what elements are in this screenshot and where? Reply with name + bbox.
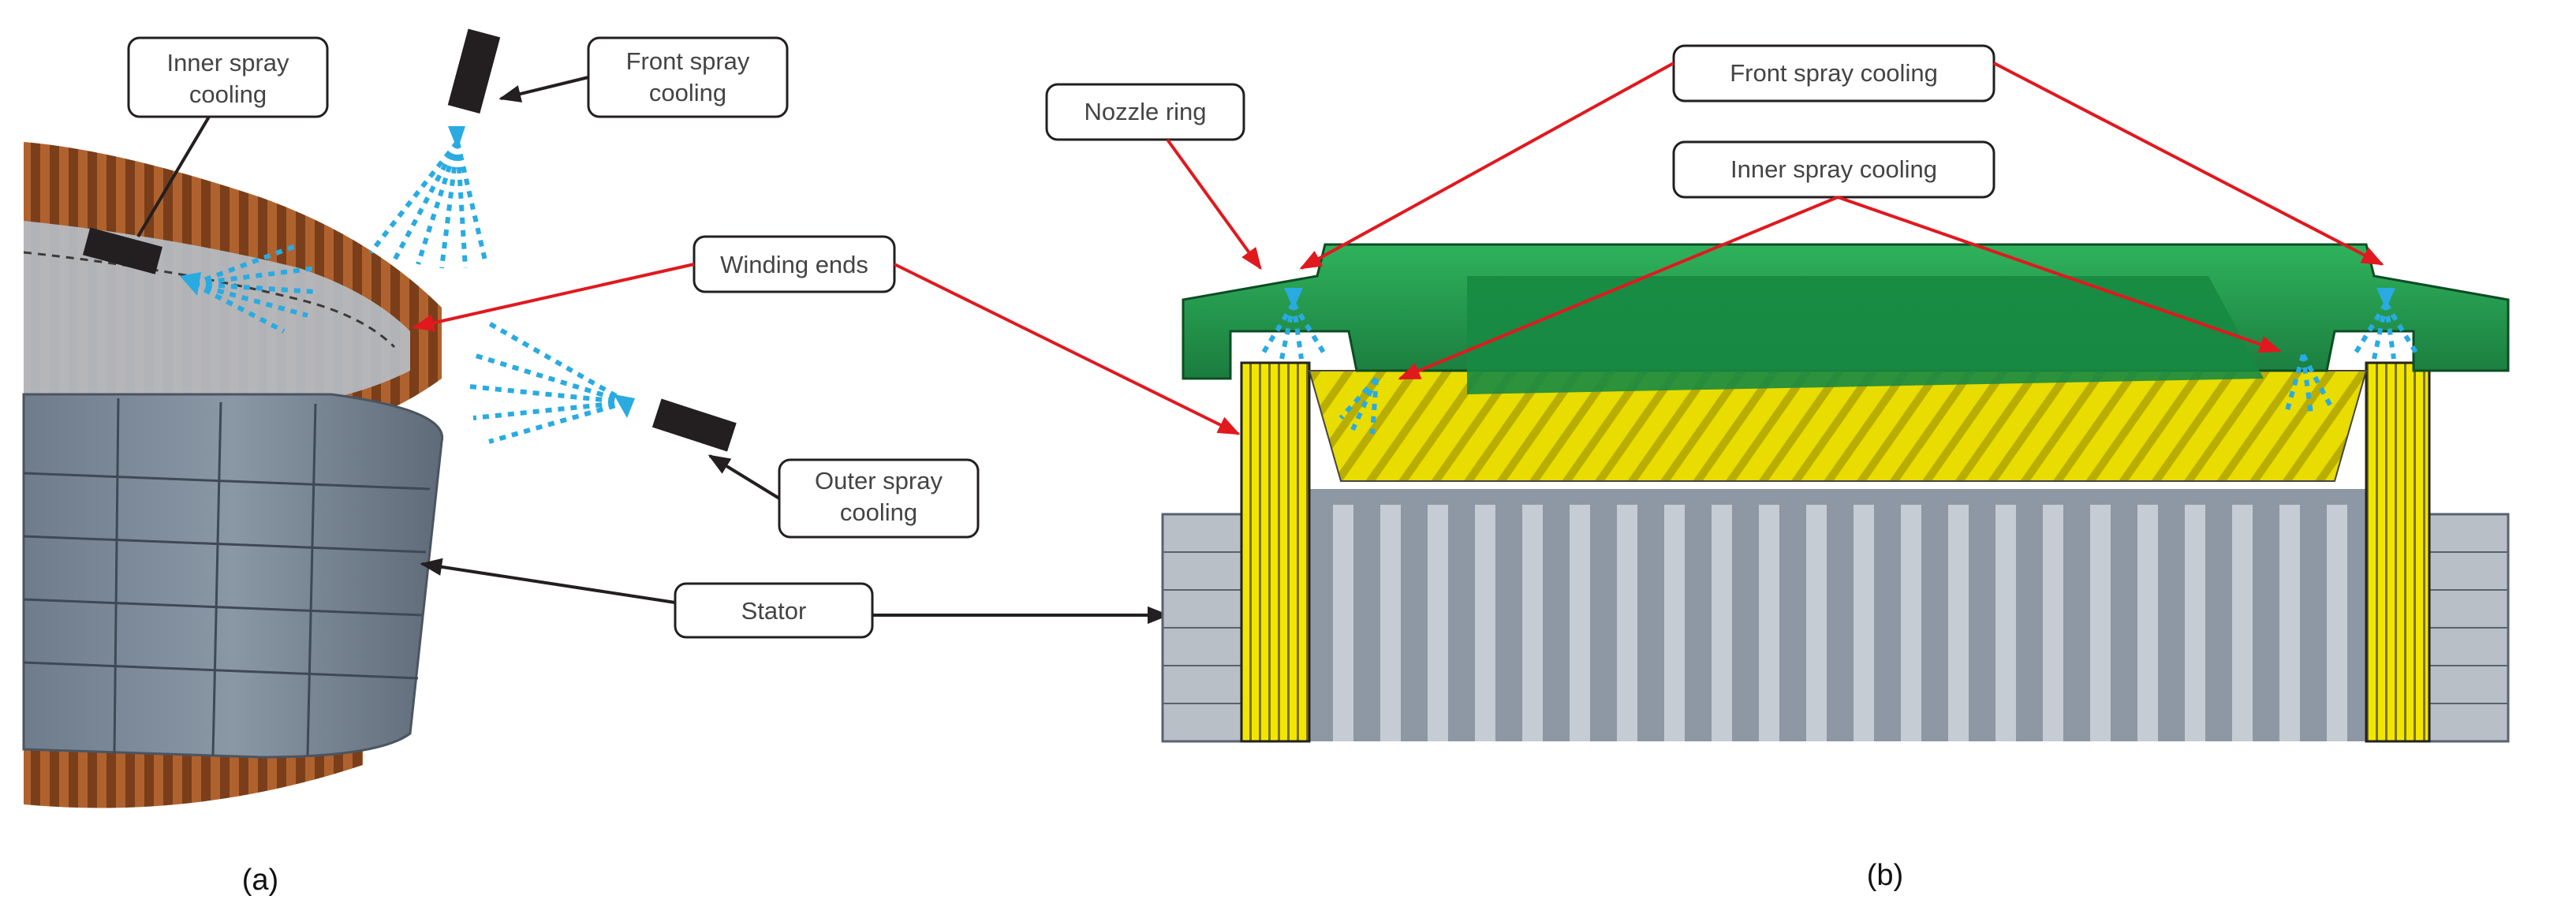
front-spray-label-line1: Front spray xyxy=(626,47,750,75)
inner-spray-callout: Inner spray cooling xyxy=(127,36,329,238)
winding-leg-left xyxy=(1240,361,1311,743)
front-spray-left-icon xyxy=(1260,302,1327,360)
winding-ends-label: Winding ends xyxy=(720,251,868,278)
outer-nozzle-icon xyxy=(651,398,737,452)
panel-b: Nozzle ring Front spray cooling Inner sp… xyxy=(1045,44,2510,892)
winding-leg-right xyxy=(2365,361,2431,743)
stator-callout: Stator xyxy=(420,558,1170,639)
outer-spray-label-line1: Outer spray xyxy=(815,467,943,494)
front-spray-label-b: Front spray cooling xyxy=(1730,59,1938,87)
stator-slots xyxy=(1309,489,2366,741)
inner-spray-callout-b: Inner spray cooling xyxy=(1398,140,2282,380)
front-nozzle-icon xyxy=(447,28,501,114)
front-spray-icon xyxy=(368,140,487,269)
nozzle-ring-callout: Nozzle ring xyxy=(1045,83,1262,271)
inner-spray-left-icon xyxy=(1338,376,1379,435)
inner-spray-label-line2: cooling xyxy=(189,80,267,108)
stator-illustration xyxy=(22,393,444,759)
nozzle-ring-label: Nozzle ring xyxy=(1084,98,1206,125)
panel-a-caption: (a) xyxy=(242,864,278,897)
outer-spray-icon xyxy=(469,321,629,444)
outer-spray-label-line2: cooling xyxy=(840,498,917,526)
inner-spray-label-line1: Inner spray xyxy=(166,49,289,76)
front-spray-callout-b: Front spray cooling xyxy=(1299,44,2384,270)
front-spray-right-icon xyxy=(2352,302,2420,360)
panel-b-caption: (b) xyxy=(1867,859,1903,892)
inner-spray-icon xyxy=(192,242,316,334)
front-spray-label-line2: cooling xyxy=(649,79,726,106)
inner-spray-label-b: Inner spray cooling xyxy=(1730,155,1937,183)
inner-spray-right-icon xyxy=(2285,353,2333,415)
panel-a: Inner spray cooling Front spray cooling … xyxy=(22,28,1241,897)
outer-spray-callout: Outer spray cooling xyxy=(707,454,980,539)
winding-ends-callout: Winding ends xyxy=(412,235,1241,435)
front-spray-callout-a: Front spray cooling xyxy=(498,36,789,118)
inner-nozzle-icon xyxy=(82,227,163,274)
stator-label: Stator xyxy=(741,597,807,625)
